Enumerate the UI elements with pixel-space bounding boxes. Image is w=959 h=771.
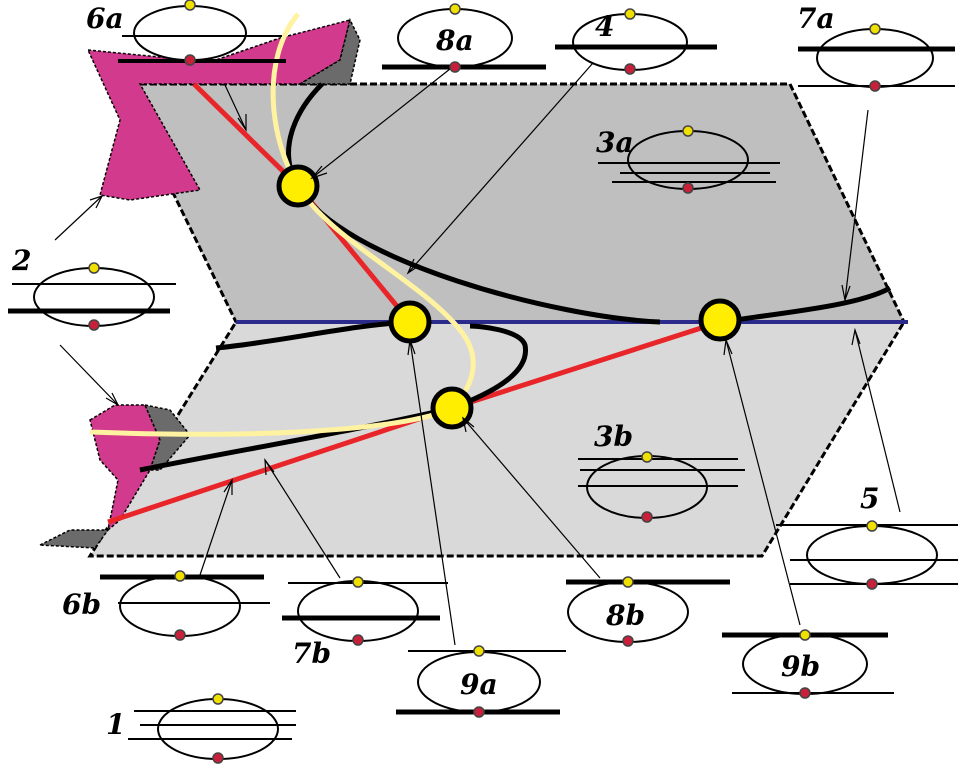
label-7a: 7a xyxy=(797,2,835,35)
label-6a: 6a xyxy=(86,2,124,35)
magenta-sheet-lower xyxy=(89,404,161,532)
label-1: 1 xyxy=(106,708,125,741)
bubble-6a xyxy=(118,0,286,66)
label-3b: 3b xyxy=(594,420,633,453)
label-3a: 3a xyxy=(596,126,634,159)
black-curve-upper xyxy=(286,82,661,325)
bubble-1 xyxy=(128,693,296,764)
black-curve-middle xyxy=(215,319,411,351)
node-9b xyxy=(698,298,742,342)
label-9b: 9b xyxy=(781,650,820,683)
bubble-8b xyxy=(566,576,730,647)
dark-sheet-lower xyxy=(37,403,191,549)
bubble-3b xyxy=(578,451,745,523)
upper-region-3a xyxy=(117,82,907,324)
bubble-6b xyxy=(100,570,270,641)
bubble-7b xyxy=(282,576,448,646)
bubble-2 xyxy=(8,262,176,331)
magenta-sheet-upper xyxy=(86,18,352,201)
black-curve-right xyxy=(719,285,892,325)
node-9a-top xyxy=(388,300,432,344)
lower-region-3b xyxy=(87,320,907,558)
label-2: 2 xyxy=(11,244,31,277)
dark-sheet-upper xyxy=(297,17,361,85)
label-8b: 8b xyxy=(605,599,645,632)
label-9a: 9a xyxy=(460,668,498,701)
label-7b: 7b xyxy=(292,637,331,670)
node-8b xyxy=(430,386,474,430)
label-4: 4 xyxy=(595,10,614,43)
label-6b: 6b xyxy=(62,588,101,621)
bubble-8a xyxy=(382,3,546,73)
bubble-3a xyxy=(598,125,780,194)
bubble-9b xyxy=(722,629,894,699)
node-8a xyxy=(276,164,320,208)
bubble-5 xyxy=(776,520,958,590)
bubble-4 xyxy=(555,8,717,75)
label-5: 5 xyxy=(860,482,879,515)
yellow-curve xyxy=(89,12,476,437)
pointer-arrows xyxy=(54,54,901,646)
bubble-7a xyxy=(798,23,955,92)
label-8a: 8a xyxy=(435,24,474,57)
bubble-9a xyxy=(396,645,566,718)
